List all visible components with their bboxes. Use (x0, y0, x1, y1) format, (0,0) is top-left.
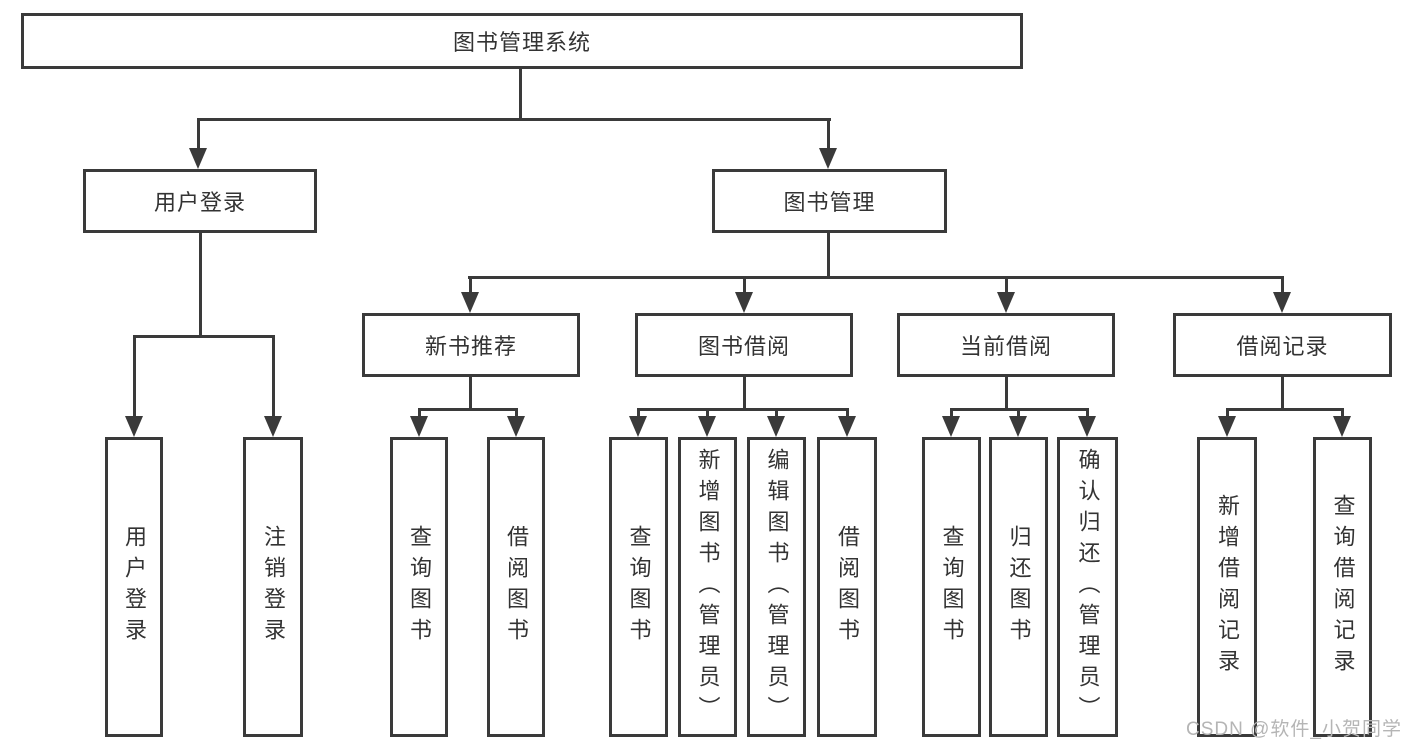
leaf-borrow-books-borrow: 借阅图书 (817, 437, 877, 737)
connector (846, 408, 849, 420)
node-root: 图书管理系统 (21, 13, 1023, 69)
arrowhead-icon (942, 416, 960, 437)
leaf-confirm-return-admin: 确认归还（管理员） (1057, 437, 1118, 737)
arrowhead-icon (189, 148, 207, 169)
connector (1086, 408, 1089, 420)
arrowhead-icon (735, 292, 753, 313)
arrowhead-icon (507, 416, 525, 437)
connector (1005, 276, 1008, 294)
connector (197, 118, 831, 121)
arrowhead-icon (629, 416, 647, 437)
leaf-return-book: 归还图书 (989, 437, 1048, 737)
leaf-query-books-recommend: 查询图书 (390, 437, 448, 737)
leaf-query-borrow-record: 查询借阅记录 (1313, 437, 1372, 737)
arrowhead-icon (767, 416, 785, 437)
connector (1341, 408, 1344, 420)
connector (469, 276, 472, 294)
node-book-management: 图书管理 (712, 169, 947, 233)
node-borrow-records: 借阅记录 (1173, 313, 1392, 377)
arrowhead-icon (997, 292, 1015, 313)
leaf-query-books-current: 查询图书 (922, 437, 981, 737)
node-new-book-recommend: 新书推荐 (362, 313, 580, 377)
arrowhead-icon (125, 416, 143, 437)
connector (743, 377, 746, 411)
leaf-query-books-borrow: 查询图书 (609, 437, 668, 737)
connector (519, 69, 522, 118)
arrowhead-icon (264, 416, 282, 437)
connector (827, 233, 830, 279)
arrowhead-icon (410, 416, 428, 437)
connector (199, 232, 202, 338)
connector (827, 118, 830, 150)
connector (469, 377, 472, 411)
arrowhead-icon (461, 292, 479, 313)
connector (1226, 408, 1229, 420)
connector (468, 276, 1284, 279)
connector (1281, 276, 1284, 294)
connector (950, 408, 953, 420)
connector (637, 408, 640, 420)
connector (515, 408, 518, 420)
leaf-add-book-admin: 新增图书（管理员） (678, 437, 737, 737)
connector (1226, 408, 1344, 411)
connector (637, 408, 849, 411)
leaf-logout: 注销登录 (243, 437, 303, 737)
watermark: CSDN @软件_小贺同学 (1186, 719, 1402, 740)
arrowhead-icon (819, 148, 837, 169)
connector (133, 335, 136, 417)
node-current-borrow: 当前借阅 (897, 313, 1115, 377)
connector (272, 335, 275, 417)
leaf-user-login: 用户登录 (105, 437, 163, 737)
arrowhead-icon (698, 416, 716, 437)
node-book-borrow: 图书借阅 (635, 313, 853, 377)
connector (743, 276, 746, 294)
leaf-borrow-books-recommend: 借阅图书 (487, 437, 545, 737)
connector (133, 335, 275, 338)
connector (1005, 377, 1008, 411)
connector (1017, 408, 1020, 420)
arrowhead-icon (1218, 416, 1236, 437)
arrowhead-icon (838, 416, 856, 437)
arrowhead-icon (1273, 292, 1291, 313)
connector (418, 408, 421, 420)
connector (706, 408, 709, 420)
arrowhead-icon (1078, 416, 1096, 437)
arrowhead-icon (1333, 416, 1351, 437)
connector (418, 408, 518, 411)
connector (1281, 377, 1284, 411)
connector (775, 408, 778, 420)
node-user-login: 用户登录 (83, 169, 317, 233)
leaf-add-borrow-record: 新增借阅记录 (1197, 437, 1257, 737)
connector (197, 118, 200, 150)
leaf-edit-book-admin: 编辑图书（管理员） (747, 437, 806, 737)
arrowhead-icon (1009, 416, 1027, 437)
